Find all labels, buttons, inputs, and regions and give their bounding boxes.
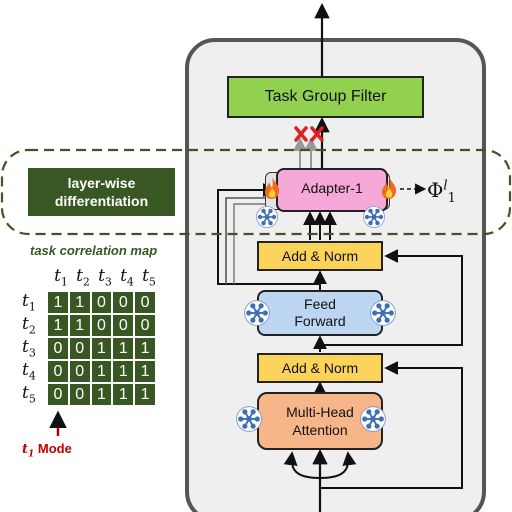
matrix-cell: 1 [68, 291, 91, 314]
fire-icon [382, 177, 397, 199]
matrix-cell: 1 [112, 383, 135, 406]
snowflake-icon [360, 406, 386, 432]
fire-icon [265, 177, 280, 199]
matrix-cell: 0 [90, 314, 113, 337]
snowflake-icon [236, 406, 262, 432]
task-group-filter: Task Group Filter [227, 76, 424, 118]
snowflake-icon [244, 300, 270, 326]
matrix-cell: 0 [47, 337, 69, 360]
col-header: t4 [120, 266, 134, 289]
matrix-cell: 0 [68, 360, 91, 383]
col-header: t5 [142, 266, 156, 289]
matrix-cell: 1 [134, 360, 156, 383]
matrix-cell: 1 [90, 383, 113, 406]
matrix-cell: 1 [68, 314, 91, 337]
matrix-cell: 1 [47, 314, 69, 337]
adapter-block: Adapter-1 [276, 168, 388, 212]
row-header: t2 [22, 314, 36, 337]
matrix-cell: 0 [112, 314, 135, 337]
layer-wise-band [0, 148, 512, 236]
add-norm-top: Add & Norm [257, 241, 383, 271]
col-header: t1 [54, 266, 68, 289]
cross-icon [294, 126, 324, 142]
matrix-cell: 1 [112, 360, 135, 383]
matrix-cell: 0 [112, 291, 135, 314]
mode-label: t1 Mode [22, 441, 72, 460]
matrix-cell: 0 [68, 383, 91, 406]
matrix-cell: 0 [134, 291, 156, 314]
task-correlation-map-title: task correlation map [30, 243, 158, 258]
matrix-cell: 1 [90, 337, 113, 360]
snowflake-icon [370, 300, 396, 326]
matrix-cell: 0 [47, 383, 69, 406]
matrix-cell: 1 [112, 337, 135, 360]
matrix-cell: 0 [68, 337, 91, 360]
matrix-cell: 1 [134, 383, 156, 406]
matrix-cell: 0 [134, 314, 156, 337]
matrix-cell: 0 [47, 360, 69, 383]
row-header: t5 [22, 383, 36, 406]
matrix-cell: 1 [134, 337, 156, 360]
snowflake-icon [363, 206, 385, 228]
residual-adapter [217, 183, 320, 285]
col-header: t2 [76, 266, 90, 289]
residual-ff [320, 249, 463, 346]
snowflake-icon [256, 206, 278, 228]
mha-split-right [319, 451, 357, 479]
col-header: t3 [98, 266, 112, 289]
adapter-output-symbol: Φl1 [427, 178, 456, 206]
row-header: t4 [22, 360, 36, 383]
row-header: t1 [22, 291, 36, 314]
matrix-cell: 1 [90, 360, 113, 383]
matrix-cell: 1 [47, 291, 69, 314]
residual-mha [320, 361, 463, 489]
matrix-cell: 0 [90, 291, 113, 314]
add-norm-bottom: Add & Norm [257, 353, 383, 383]
mha-split-left [283, 451, 321, 479]
row-header: t3 [22, 337, 36, 360]
